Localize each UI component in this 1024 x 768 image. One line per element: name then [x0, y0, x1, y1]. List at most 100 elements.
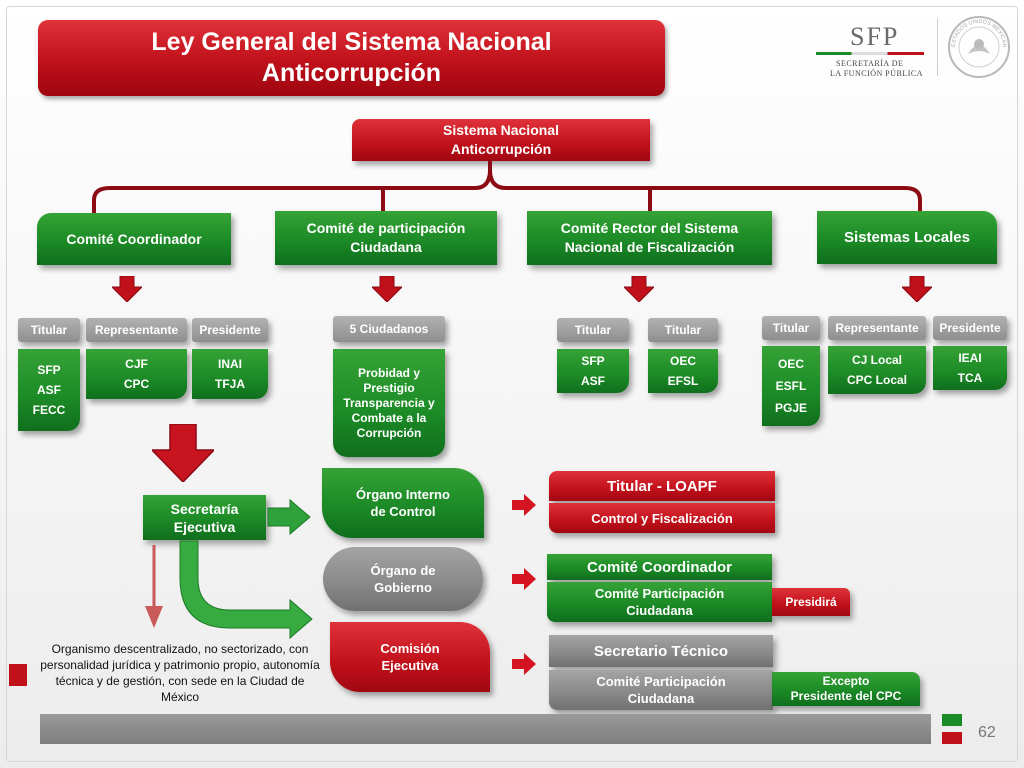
organ-line-1: Órgano Interno	[356, 487, 450, 502]
member: EFSL	[667, 374, 699, 388]
footer-red-square	[942, 732, 962, 744]
tab-locales-titular: Titular	[762, 316, 820, 340]
arrow-right-icon	[512, 568, 536, 590]
member: FECC	[32, 403, 66, 417]
committee-rector-line-1: Comité Rector del Sistema	[560, 220, 739, 236]
member: PGJE	[774, 401, 807, 415]
cp1-line-2: Ciudadana	[626, 603, 693, 618]
control-fiscalizacion: Control y Fiscalización	[549, 503, 775, 533]
secretaria-line-2: Ejecutiva	[173, 518, 236, 535]
cp2-line-1: Comité Participación	[596, 674, 726, 689]
excepto-badge: Excepto Presidente del CPC	[772, 672, 920, 706]
locales-presidente-box: IEAI TCA	[933, 346, 1007, 390]
organ-line-2: Ejecutiva	[381, 658, 439, 673]
excepto-line-1: Excepto	[822, 674, 870, 688]
note-line-3: técnica y de gestión, con sede en la Ciu…	[55, 674, 305, 688]
member: IEAI	[958, 351, 982, 365]
member: CJF	[125, 357, 148, 371]
big-arrow-down-icon	[152, 424, 214, 482]
note-line-2: personalidad jurídica y patrimonio propi…	[40, 658, 320, 672]
note-bullet	[9, 664, 27, 686]
criterion: Prestigio	[363, 380, 415, 395]
tab-rector-titular-1: Titular	[557, 318, 629, 342]
locales-titular-box: OEC ESFL PGJE	[762, 346, 820, 426]
coordinador-representante-box: CJF CPC	[86, 349, 187, 399]
committee-participacion-line-2: Ciudadana	[350, 239, 422, 255]
member: ASF	[37, 383, 61, 397]
presidira-badge: Presidirá	[772, 588, 850, 616]
tab-coordinador-representante: Representante	[86, 318, 187, 342]
sfp-logo: SFP SECRETARÍA DE LA FUNCIÓN PÚBLICA	[810, 22, 930, 78]
comision-ejecutiva: Comisión Ejecutiva	[330, 622, 490, 692]
arrow-right-icon	[512, 653, 536, 675]
committee-rector-line-2: Nacional de Fiscalización	[564, 239, 735, 255]
note-line-1: Organismo descentralizado, no sectorizad…	[51, 642, 309, 656]
slide-title: Ley General del Sistema Nacional Anticor…	[38, 20, 665, 96]
footer-bar	[40, 714, 931, 744]
committee-locales-label: Sistemas Locales	[844, 229, 970, 246]
secretaria-ejecutiva: Secretaría Ejecutiva	[143, 495, 266, 540]
comite-participacion-1: Comité Participación Ciudadana	[547, 582, 772, 622]
comite-coordinador-right: Comité Coordinador	[547, 554, 772, 580]
tab-rector-titular-2: Titular	[648, 318, 718, 342]
note-text: Organismo descentralizado, no sectorizad…	[28, 641, 332, 705]
title-line-2: Anticorrupción	[261, 59, 442, 87]
committee-coordinador-label: Comité Coordinador	[66, 230, 202, 247]
organo-de-gobierno: Órgano de Gobierno	[323, 547, 483, 611]
organo-interno-control: Órgano Interno de Control	[322, 468, 484, 538]
secretario-tecnico: Secretario Técnico	[549, 635, 773, 667]
criterion: Combate a la	[351, 410, 427, 425]
member: TCA	[957, 371, 983, 385]
member: CPC Local	[846, 373, 907, 387]
criterion: Corrupción	[356, 425, 422, 440]
organ-line-1: Comisión	[380, 641, 440, 656]
root-connector	[92, 160, 922, 214]
arrow-down-icon	[624, 276, 654, 302]
participacion-box: Probidad y Prestigio Transparencia y Com…	[333, 349, 445, 457]
root-line-2: Anticorrupción	[450, 141, 552, 157]
root-node: Sistema Nacional Anticorrupción	[352, 119, 650, 161]
criterion: Transparencia y	[343, 395, 435, 410]
note-line-4: México	[160, 690, 199, 704]
member: ASF	[581, 374, 605, 388]
member: CJ Local	[851, 353, 902, 367]
locales-representante-box: CJ Local CPC Local	[828, 346, 926, 394]
member: SFP	[37, 363, 61, 377]
criterion: Probidad y	[357, 365, 420, 380]
logo-divider	[937, 18, 938, 76]
excepto-line-2: Presidente del CPC	[790, 689, 902, 703]
slide-frame	[6, 6, 1018, 762]
sfp-line-1: SECRETARÍA DE	[836, 59, 904, 68]
sfp-line-2: LA FUNCIÓN PÚBLICA	[830, 69, 924, 78]
member: SFP	[581, 354, 605, 368]
committee-coordinador: Comité Coordinador	[37, 213, 231, 265]
title-line-1: Ley General del Sistema Nacional	[151, 28, 552, 56]
coordinador-titular-box: SFP ASF FECC	[18, 349, 80, 431]
member: OEC	[669, 354, 696, 368]
organ-line-1: Órgano de	[370, 563, 436, 578]
arrow-down-icon	[112, 276, 142, 302]
tab-coordinador-presidente: Presidente	[192, 318, 268, 342]
arrow-right-icon	[512, 494, 536, 516]
cp1-line-1: Comité Participación	[594, 586, 725, 601]
member: INAI	[218, 357, 242, 371]
organ-line-2: de Control	[370, 504, 436, 519]
committee-rector: Comité Rector del Sistema Nacional de Fi…	[527, 211, 772, 265]
secretaria-line-1: Secretaría	[170, 500, 239, 517]
member: TFJA	[215, 377, 245, 391]
tab-coordinador-titular: Titular	[18, 318, 80, 342]
page-number: 62	[978, 724, 996, 741]
member: ESFL	[775, 379, 807, 393]
comite-participacion-2: Comité Participación Ciudadana	[549, 670, 773, 710]
organ-line-2: Gobierno	[374, 580, 432, 595]
committee-participacion: Comité de participación Ciudadana	[275, 211, 497, 265]
tab-locales-presidente: Presidente	[933, 316, 1007, 340]
member: OEC	[777, 357, 804, 371]
committee-locales: Sistemas Locales	[817, 211, 997, 264]
tab-locales-representante: Representante	[828, 316, 926, 340]
root-line-1: Sistema Nacional	[443, 122, 559, 138]
footer-green-square	[942, 714, 962, 726]
committee-participacion-line-1: Comité de participación	[306, 220, 466, 236]
arrow-down-icon	[372, 276, 402, 302]
